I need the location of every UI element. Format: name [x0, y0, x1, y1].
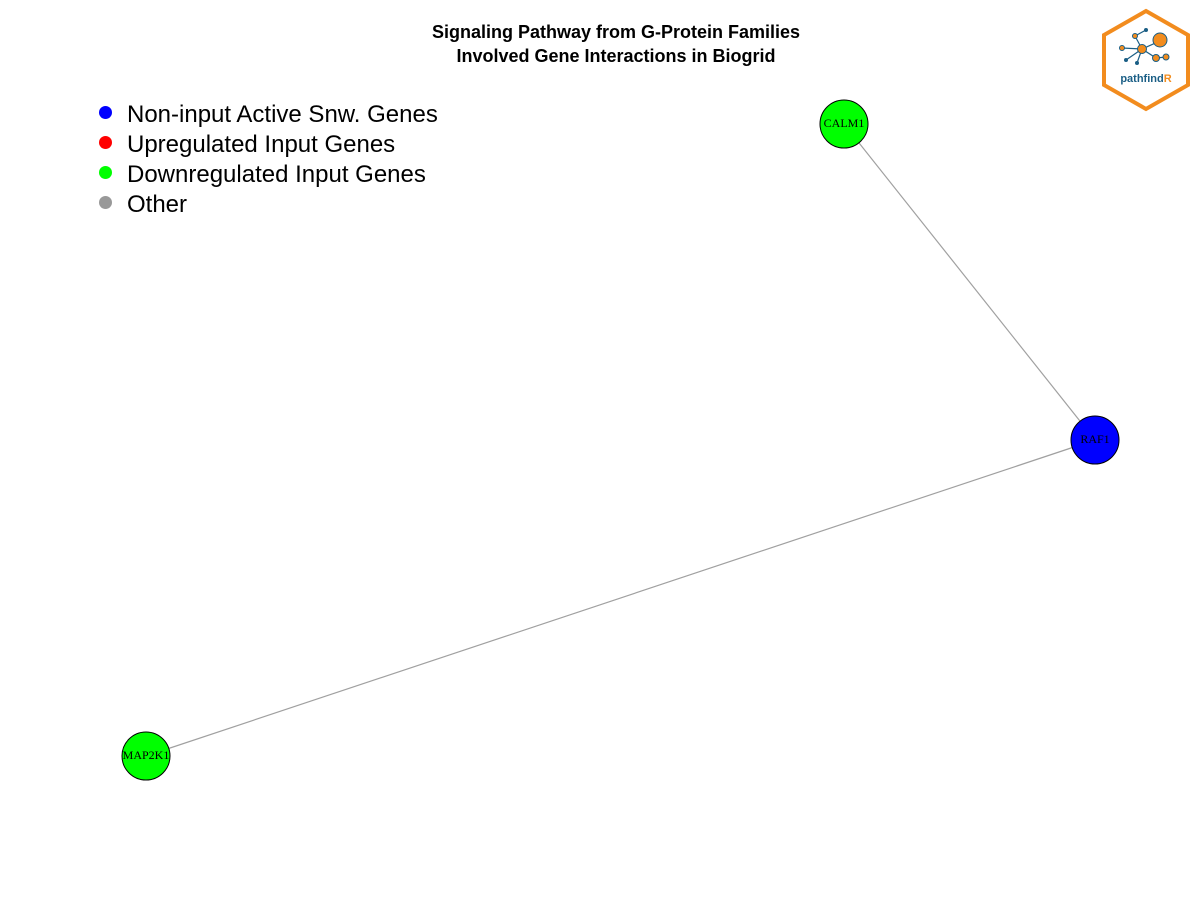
legend-label: Downregulated Input Genes: [127, 161, 426, 188]
logo-text: pathfindR: [1120, 73, 1171, 85]
logo-text-main: pathfind: [1120, 73, 1163, 85]
node-circle: [121, 731, 171, 781]
logo-text-accent: R: [1164, 73, 1172, 85]
title-line-1: Signaling Pathway from G-Protein Familie…: [431, 22, 801, 42]
edge-calm1-raf1: [843, 123, 1096, 441]
node-circle: [819, 99, 869, 149]
legend-dot-icon: [99, 166, 112, 179]
legend-dot-icon: [99, 106, 112, 119]
node-label: CALM1: [824, 116, 865, 130]
legend-label: Other: [127, 191, 188, 218]
pathfindr-logo: pathfindR: [1102, 8, 1190, 112]
node-circle: [1070, 415, 1120, 465]
node-label: MAP2K1: [123, 748, 170, 762]
legend-dot-icon: [99, 196, 112, 209]
node-map2k1: MAP2K1: [121, 731, 171, 781]
chart-title: Signaling Pathway from G-Protein Familie…: [0, 20, 1200, 68]
edge-raf1-map2k1: [145, 439, 1096, 757]
legend-dot-icon: [99, 136, 112, 149]
node-calm1: CALM1: [819, 99, 869, 149]
node-label: RAF1: [1080, 432, 1109, 446]
logo-hexagon-icon: [1102, 8, 1190, 112]
title-line-2: Involved Gene Interactions in Biogrid: [456, 46, 776, 66]
edges-layer: [145, 123, 1096, 757]
legend-label: Upregulated Input Genes: [127, 131, 396, 158]
node-raf1: RAF1: [1070, 415, 1120, 465]
legend-label: Non-input Active Snw. Genes: [127, 101, 438, 128]
